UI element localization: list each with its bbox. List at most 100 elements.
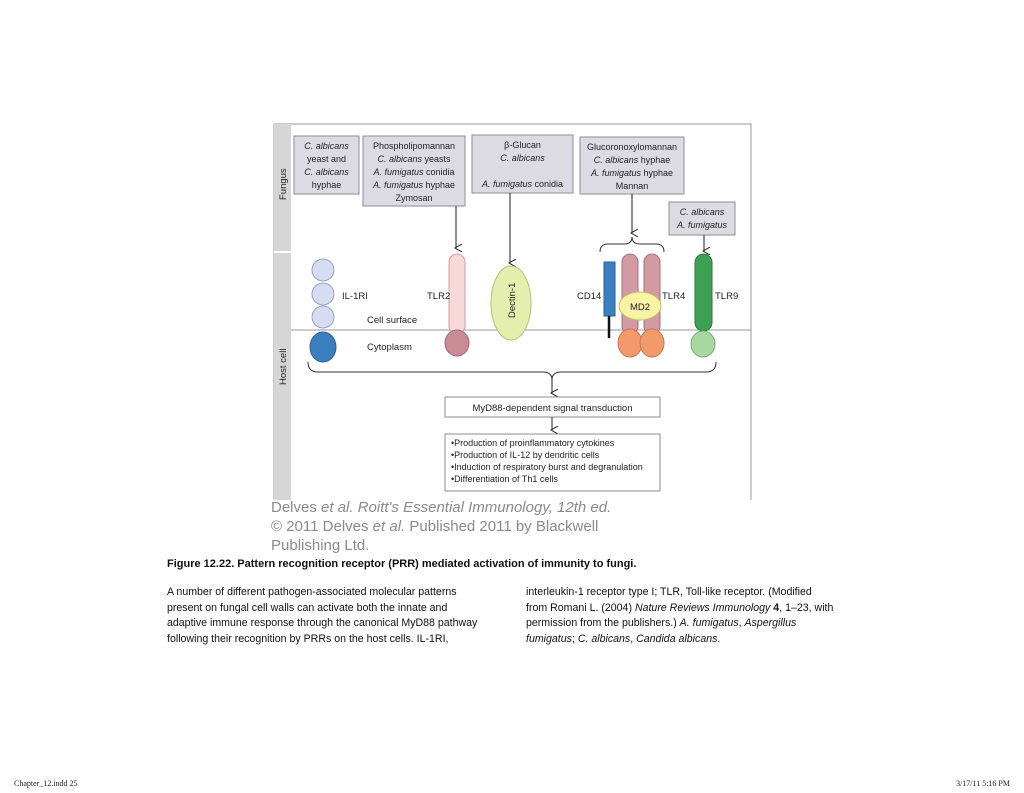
text-run: Candida albicans [636,632,718,645]
caption-line: following their recognition by PRRs on t… [167,632,477,648]
dectin1-label: Dectin-1 [507,283,518,318]
text-run: C. albicans [577,632,631,645]
caption-line: interleukin-1 receptor type I; TLR, Toll… [526,585,833,601]
text-run: . [717,632,721,645]
tlr9-label: TLR9 [715,291,738,302]
pamp-box-beta-glucan [471,134,574,194]
pamp-box-phospholipomannan [362,135,466,207]
text-run: from Romani L. (2004) [526,601,635,614]
text-run: Mannan [616,181,649,191]
tlr4-label: TLR4 [662,291,685,302]
text-run: conidia [532,179,563,189]
text-run: © 2011 Delves [271,518,373,535]
text-run: Zymosan [395,193,432,203]
text-run: ; [571,632,578,645]
text-run: hyphae [423,180,455,190]
outcomes-list: •Production of proinflammatory cytokines… [451,438,643,484]
credit-line: Publishing Ltd. [271,536,611,555]
text-run: Aspergillus [744,617,797,630]
text-run: yeasts [422,154,451,164]
text-run: Phospholipomannan [373,141,455,151]
text-run: present on fungal cell walls can activat… [167,601,448,614]
text-run: •Production of IL-12 by dendritic cells [451,450,600,460]
caption-line: present on fungal cell walls can activat… [167,601,477,617]
region-strip [274,124,291,500]
text-run: C. albicans [304,167,349,177]
footer-filename: Chapter_12.indd 25 [14,779,78,788]
text-run: following their recognition by PRRs on t… [167,632,449,645]
text-run: C. albicans [500,153,545,163]
credit-text: Delves et al. Roitt's Essential Immunolo… [271,498,611,555]
pamp-box-phospholipomannan-text: Phospholipomannan C. albicans yeasts A. fu… [372,141,455,203]
dectin1-receptor [490,265,532,341]
text-run: A. fumigatus [590,168,642,178]
cytoplasm-label: Cytoplasm [367,342,412,353]
text-run: 4 [770,601,780,614]
text-run: •Induction of respiratory burst and degr… [451,462,643,472]
text-run: •Production of proinflammatory cytokines [451,438,615,448]
text-run: A. fumigatus [676,220,728,230]
myd88-label: MyD88-dependent signal transduction [472,403,632,414]
md2-label: MD2 [630,302,650,313]
text-run: fumigatus [526,632,572,645]
credit-line: Delves et al. Roitt's Essential Immunolo… [271,498,611,517]
footer-timestamp: 3/17/11 5:16 PM [956,779,1010,788]
text-run: β-Glucan [504,140,541,150]
tlr2-receptor [444,253,470,357]
text-run: interleukin-1 receptor type I; TLR, Toll… [526,586,812,598]
text-run: permission from the publishers.) [526,617,680,630]
cd14-label: CD14 [577,291,601,302]
text-run: Glucoronoxylomannan [587,142,677,152]
text-run: A. fumigatus [481,179,533,189]
caption-line: fumigatus; C. albicans, Candida albicans… [526,632,833,648]
text-run: Publishing Ltd. [271,537,370,554]
caption-line: adaptive immune response through the can… [167,616,477,632]
tlr2-label: TLR2 [427,291,450,302]
cd14-receptor [603,261,616,338]
pamp-box-calbicans-text: C. albicans yeast and C. albicans hyphae [304,141,349,190]
text-run: et al. Roitt's Essential Immunology, 12t… [321,499,612,516]
tlr4-receptor [617,253,665,358]
caption-line: A number of different pathogen-associate… [167,585,477,601]
caption-right-column: interleukin-1 receptor type I; TLR, Toll… [526,585,833,647]
text-run: Published 2011 by Blackwell [405,518,599,535]
tlr9-receptor [690,253,716,358]
il1ri-label: IL-1RI [342,291,368,302]
fungus-label: Fungus [278,168,289,200]
pamp-box-tlr9-ligands-text: C. albicans A. fumigatus [676,207,728,230]
text-run: Delves [271,499,322,516]
caption-left-column: A number of different pathogen-associate… [167,585,477,647]
text-run: C. albicans [377,154,422,164]
credit-line: © 2011 Delves et al. Published 2011 by B… [271,517,611,536]
text-run: yeast and [307,154,346,164]
text-run: Nature Reviews Immunology [634,601,771,614]
text-run: , [738,617,745,630]
caption-line: permission from the publishers.) A. fumi… [526,616,833,632]
il1ri-receptor [309,258,337,363]
text-run: A number of different pathogen-associate… [167,586,457,598]
pamp-box-calbicans [293,135,360,195]
text-run: , 1–23, with [779,601,834,614]
tlr4-complex-brace [599,236,665,253]
text-run: , [630,632,637,645]
text-run: hyphae [312,180,342,190]
figure-caption-title: Figure 12.22. Pattern recognition recept… [167,558,637,570]
text-run: adaptive immune response through the can… [167,617,478,630]
pamp-box-beta-glucan-text: β-Glucan C. albicans A. fumigatus conidia [481,140,563,189]
cell-surface-label: Cell surface [367,315,417,326]
text-run: A. fumigatus [679,617,739,630]
pamp-box-tlr9-ligands [668,201,736,236]
text-run: A. fumigatus [372,167,424,177]
text-run [521,166,524,176]
outcomes-box [444,433,661,492]
text-run: C. albicans [680,207,725,217]
text-run: A. fumigatus [372,180,424,190]
text-run: C. albicans [304,141,349,151]
text-run: •Differentiation of Th1 cells [451,474,558,484]
text-run: conidia [424,167,455,177]
text-run: et al. [372,518,406,535]
host-cell-label: Host cell [278,349,289,385]
text-run: C. albicans [594,155,639,165]
